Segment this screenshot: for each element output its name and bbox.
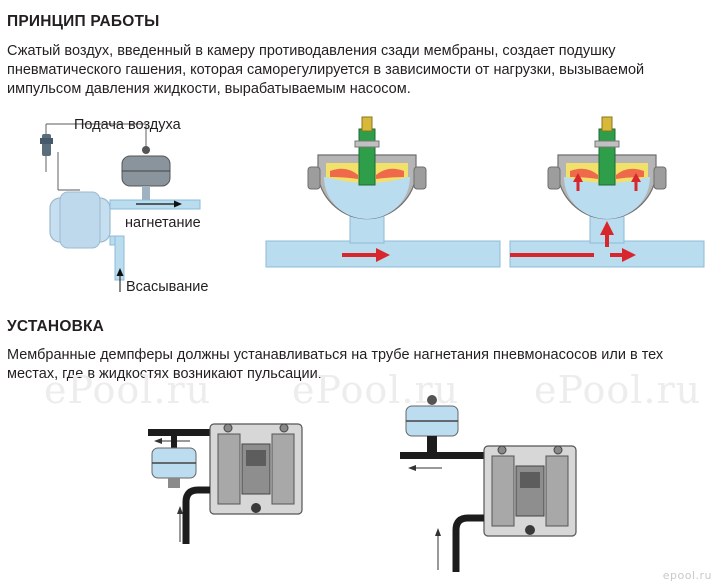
schematic-diagram [40,123,201,292]
installation-diagram-right [400,395,577,572]
watermark: ePool.ru [534,368,702,412]
damper-section-right [509,116,705,268]
watermark: ePool.ru [44,368,212,412]
principle-paragraph: Сжатый воздух, введенный в камеру против… [7,43,645,97]
section-heading-installation: УСТАНОВКА [7,318,105,335]
installation-paragraph: Мембранные демпферы должны устанавливать… [7,347,664,382]
section-heading-principle: ПРИНЦИП РАБОТЫ [7,13,160,30]
corner-watermark: epool.ru [662,569,712,582]
discharge-label: нагнетание [125,215,201,231]
installation-diagram-left [148,423,303,544]
damper-section-left [265,116,501,268]
air-supply-label: Подача воздуха [74,117,181,133]
suction-label: Всасывание [126,279,209,295]
